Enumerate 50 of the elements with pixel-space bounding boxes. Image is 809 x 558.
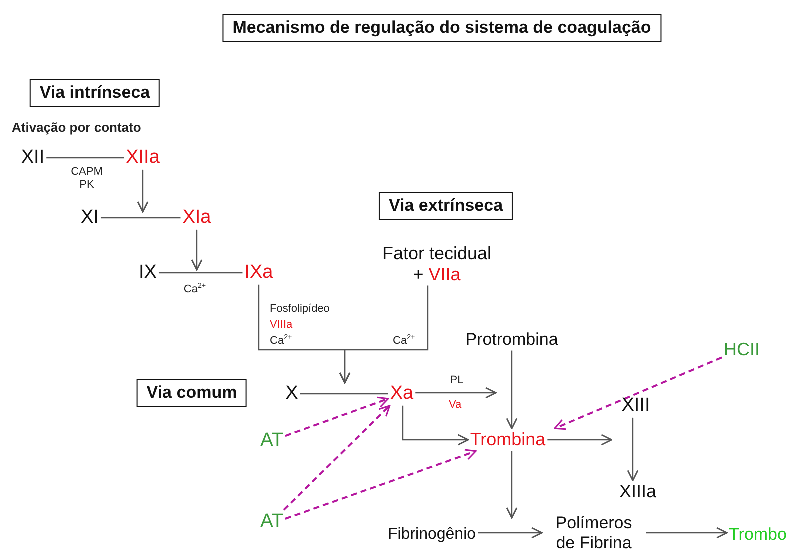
factor-label: Trombo	[729, 525, 787, 545]
arrow	[646, 527, 728, 539]
factor-label: Xa	[390, 383, 414, 405]
factor-label: XIIa	[126, 147, 160, 169]
arrow	[478, 527, 543, 539]
factor-label: XIa	[182, 207, 212, 229]
cofactor-label: Fosfolipídeo	[270, 303, 330, 316]
cofactor-label: Ca$^{2+}$	[393, 335, 416, 348]
factor-label: IXa	[244, 262, 274, 284]
arrow	[627, 418, 639, 482]
arrow	[506, 451, 518, 519]
plus-sign: +	[413, 264, 424, 284]
factor-label: VIIa	[428, 264, 461, 284]
cofactor-label: Va	[449, 399, 462, 412]
inhibition-arrow	[554, 356, 722, 430]
factor-label: AT	[260, 430, 284, 452]
factor-label: Polímeros de Fibrina	[544, 513, 644, 553]
factor-label: XIII	[622, 395, 650, 417]
arrow	[339, 286, 429, 384]
section-subheading: Ativação por contato	[12, 120, 142, 136]
factor-label: Fibrinogênio	[388, 526, 476, 544]
arrow	[137, 170, 149, 213]
factor-label: Protrombina	[466, 330, 558, 350]
reaction-line	[46, 157, 124, 159]
arrow	[506, 350, 518, 430]
section-heading-box: Via intrínseca	[30, 79, 160, 107]
reaction-line	[300, 393, 388, 395]
cofactor-label: Ca$^{2+}$	[270, 335, 292, 348]
inhibition-arrow	[283, 405, 391, 511]
reaction-line	[100, 217, 181, 219]
factor-label: Fator tecidual	[382, 243, 492, 264]
factor-label: XIIIa	[619, 482, 657, 502]
factor-label: XII	[21, 147, 45, 169]
cofactor-label: VIIIa	[270, 319, 293, 332]
factor-label: IX	[139, 262, 157, 284]
reaction-line	[158, 272, 243, 274]
factor-label: HCII	[724, 340, 760, 360]
arrow	[191, 230, 203, 271]
arrow	[548, 434, 612, 446]
arrow	[416, 387, 497, 399]
diagram-title: Mecanismo de regulação do sistema de coagulação	[222, 14, 662, 42]
section-heading-box: Via extrínseca	[378, 192, 514, 220]
section-heading-box: Via comum	[136, 379, 248, 407]
arrow	[402, 406, 470, 446]
inhibition-arrow	[285, 396, 390, 438]
inhibition-arrow	[285, 449, 477, 520]
factor-label: XI	[81, 207, 99, 229]
factor-label: AT	[260, 511, 284, 533]
factor-label: Trombina	[470, 430, 546, 450]
factor-label: X	[286, 383, 298, 405]
